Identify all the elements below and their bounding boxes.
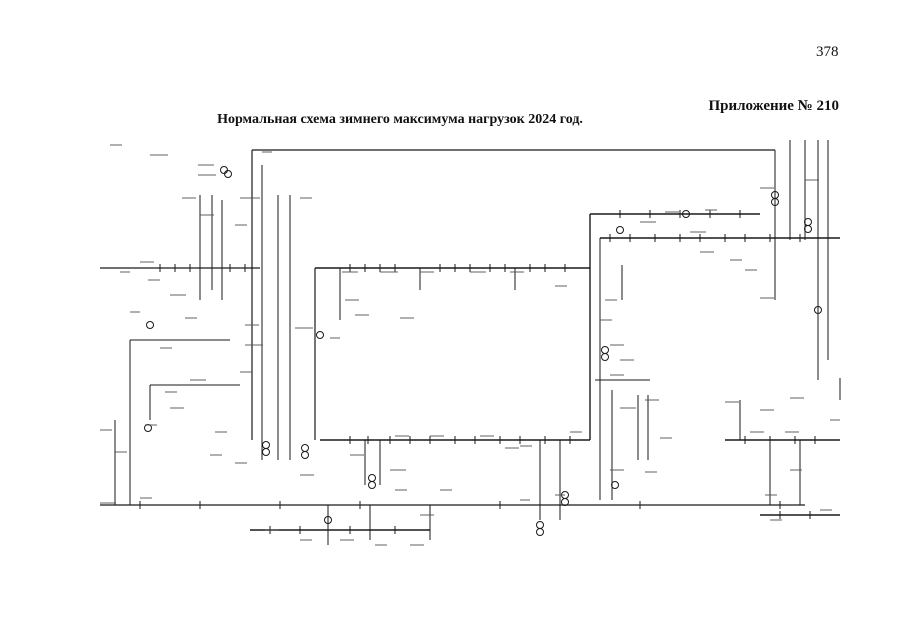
transformer-symbol xyxy=(536,521,544,529)
transformer-symbol xyxy=(220,166,228,174)
transformer-symbol xyxy=(368,474,376,482)
transformer-symbol xyxy=(611,481,619,489)
transformer-symbol xyxy=(682,210,690,218)
diagram-label-marks xyxy=(100,144,840,546)
transformer-symbol xyxy=(601,353,609,361)
page-title: Нормальная схема зимнего максимума нагру… xyxy=(217,112,583,127)
transformer-symbol xyxy=(616,226,624,234)
transformer-symbol xyxy=(301,444,309,452)
transformer-symbol xyxy=(368,481,376,489)
transformer-symbol xyxy=(262,441,270,449)
transformer-symbol xyxy=(536,528,544,536)
transformer-symbol xyxy=(301,451,309,459)
transformer-symbol xyxy=(814,306,822,314)
transformer-symbol xyxy=(324,516,332,524)
transformer-symbol xyxy=(224,170,232,178)
transformer-symbol xyxy=(262,448,270,456)
transformer-symbol xyxy=(804,218,812,226)
transformer-symbol xyxy=(771,198,779,206)
transformer-symbol xyxy=(804,225,812,233)
transformer-symbol xyxy=(316,331,324,339)
page-number: 378 xyxy=(816,44,839,60)
transformer-symbol xyxy=(146,321,154,329)
transformer-symbol xyxy=(601,346,609,354)
transformer-symbol xyxy=(561,498,569,506)
appendix-label: Приложение № 210 xyxy=(708,98,839,114)
switch-marks xyxy=(139,210,816,534)
